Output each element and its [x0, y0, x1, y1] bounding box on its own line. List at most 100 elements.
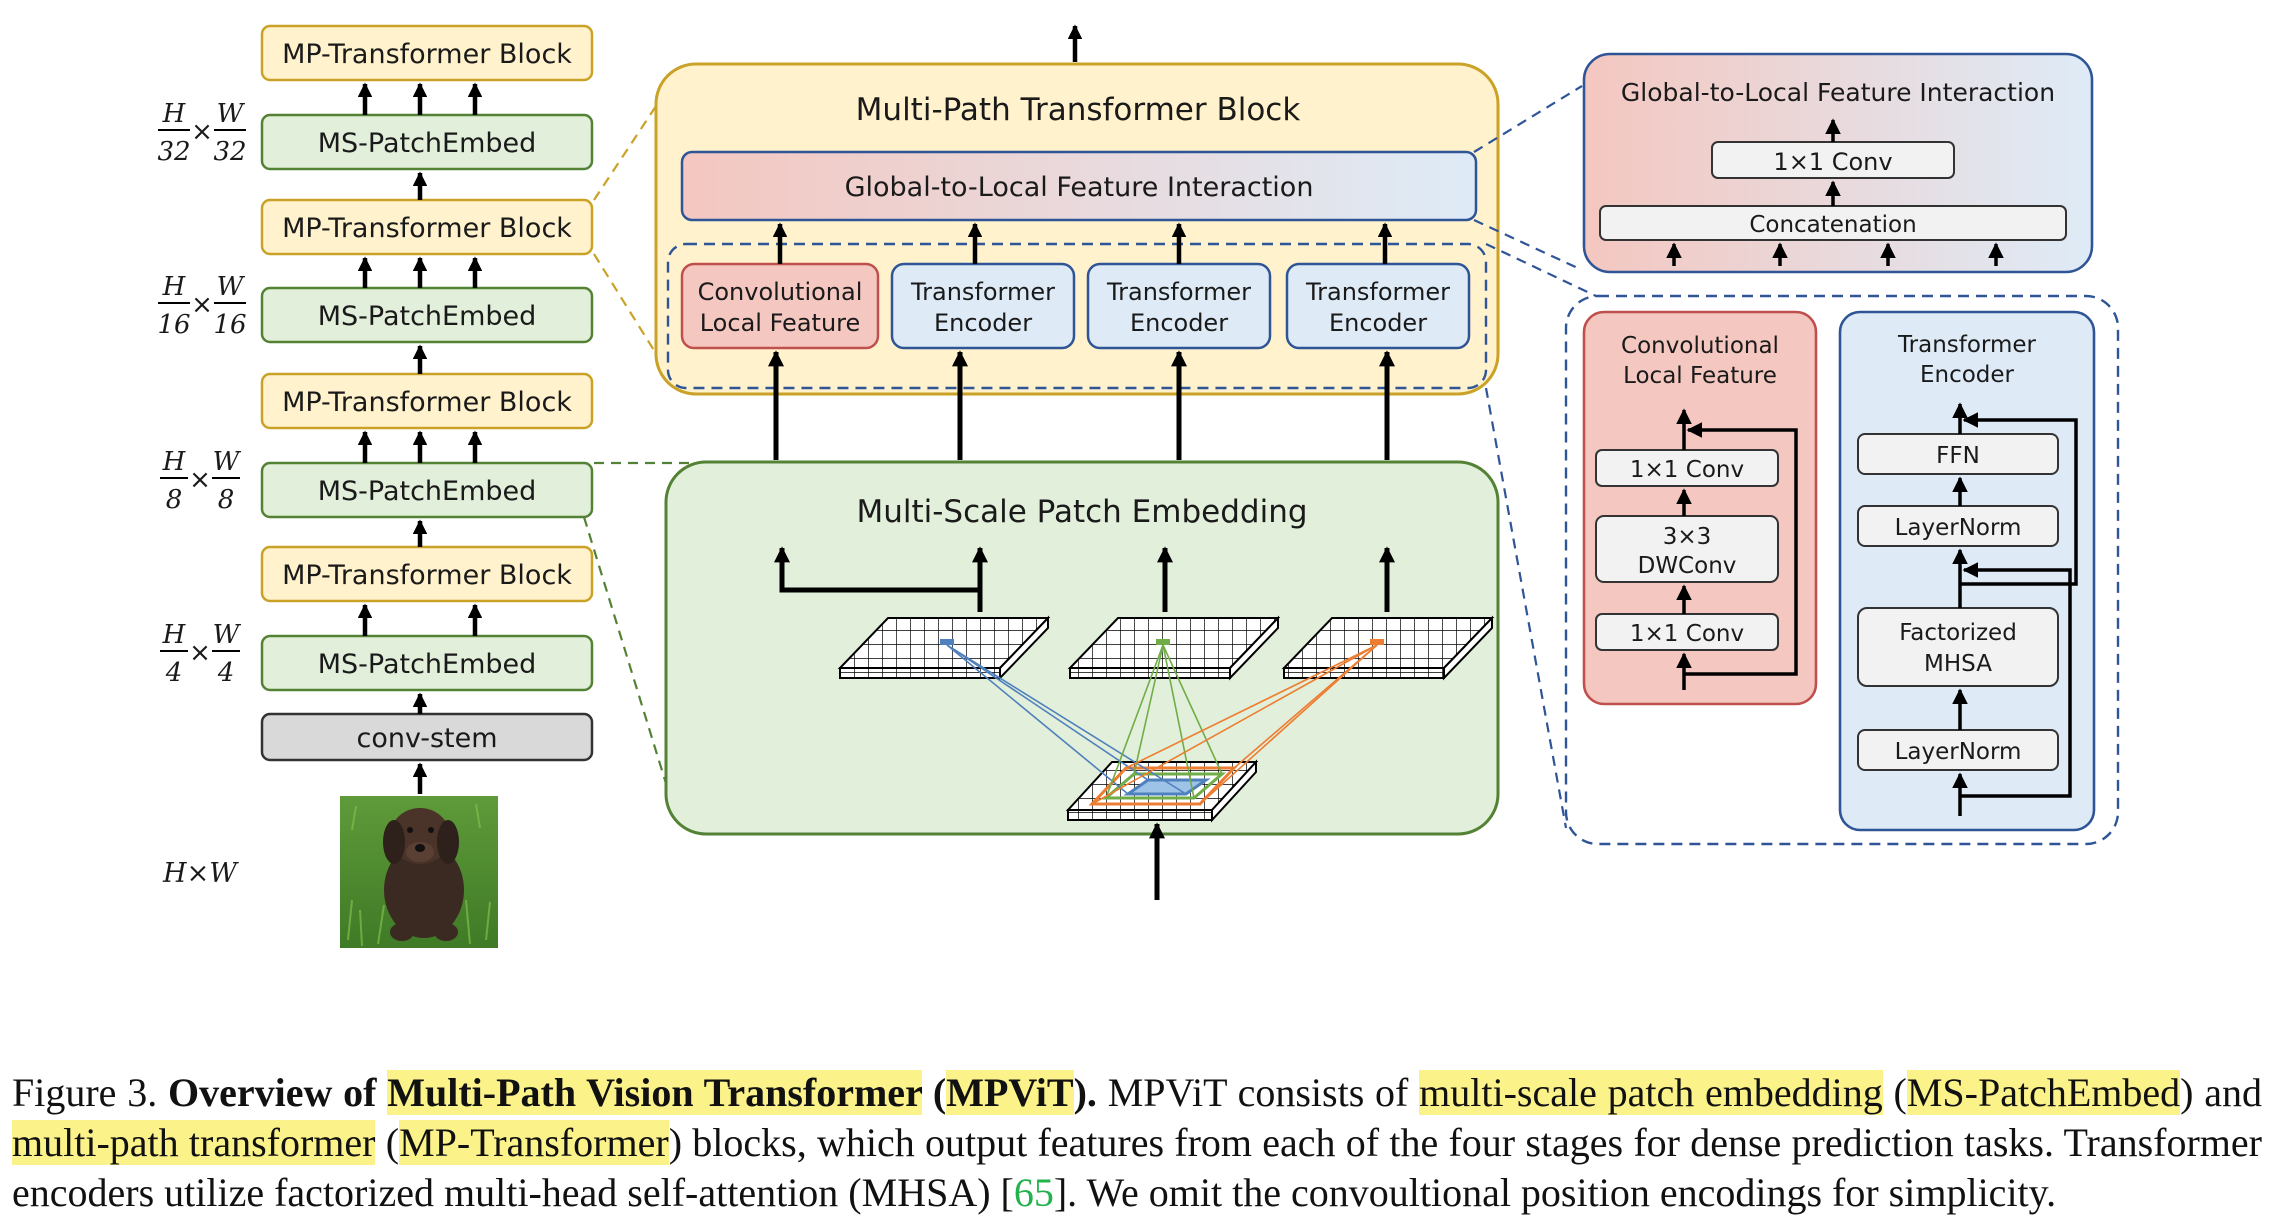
encoder-arrows — [1952, 402, 2078, 816]
conv-1x1-box: 1×1 Conv — [1711, 141, 1955, 179]
svg-text:1×1 Conv: 1×1 Conv — [1630, 621, 1744, 647]
svg-text:W: W — [217, 272, 246, 302]
svg-text:Encoder: Encoder — [1329, 309, 1427, 337]
patch-embedding-arrows — [773, 546, 1396, 900]
scale-label-4: H 4 × W 4 — [160, 620, 242, 688]
citation-link[interactable]: 65 — [1013, 1170, 1054, 1215]
path-to-interaction-arrows — [772, 24, 1393, 264]
factorized-mhsa-box: Factorized MHSA — [1857, 607, 2059, 687]
ffn-box: FFN — [1857, 433, 2059, 475]
svg-text:Concatenation: Concatenation — [1749, 212, 1916, 238]
mp-transformer-block-stage1: MP-Transformer Block — [260, 545, 594, 603]
svg-text:×: × — [191, 290, 213, 320]
svg-text:32: 32 — [157, 137, 190, 167]
svg-text:1×1 Conv: 1×1 Conv — [1630, 457, 1744, 483]
receptive-field-lines — [946, 644, 1378, 805]
conv-1x1-top-box: 1×1 Conv — [1595, 449, 1779, 487]
mp-block-label: MP-Transformer Block — [282, 387, 572, 418]
svg-text:×: × — [189, 465, 211, 495]
mp-block-label: MP-Transformer Block — [282, 213, 572, 244]
conv-stem-label: conv-stem — [356, 723, 497, 754]
svg-text:3×3: 3×3 — [1663, 524, 1712, 550]
svg-text:16: 16 — [213, 310, 246, 340]
caption-bold-title: Overview of Multi-Path Vision Transforme… — [167, 1070, 1097, 1115]
scale-label-16: H 16 × W 16 — [157, 272, 246, 340]
multi-scale-patch-embedding: Multi-Scale Patch Embedding — [664, 460, 1500, 900]
multi-path-transformer-block: Multi-Path Transformer Block Global-to-L… — [654, 24, 1500, 396]
transformer-encoder-box-3: Transformer Encoder — [1285, 262, 1471, 350]
embedding-to-paths-arrows — [767, 350, 1396, 460]
interaction-detail-title: Global-to-Local Feature Interaction — [1621, 78, 2055, 107]
dwconv-3x3-box: 3×3 DWConv — [1595, 515, 1779, 583]
ms-patchembed-stage2: MS-PatchEmbed — [260, 461, 594, 519]
svg-text:8: 8 — [166, 485, 183, 515]
conv-local-feature-box: Convolutional Local Feature — [680, 262, 880, 350]
interaction-label: Global-to-Local Feature Interaction — [845, 172, 1314, 203]
svg-text:Transformer: Transformer — [1897, 332, 2037, 358]
scale-label-8: H 8 × W 8 — [160, 447, 242, 515]
svg-text:H: H — [162, 447, 187, 477]
ms-patchembed-stage1: MS-PatchEmbed — [260, 634, 594, 692]
mp-transformer-block-stage2: MP-Transformer Block — [260, 372, 594, 430]
svg-text:Transformer: Transformer — [1106, 278, 1251, 306]
svg-text:8: 8 — [218, 485, 235, 515]
left-column: MP-Transformer Block MS-PatchEmbed MP-Tr… — [157, 24, 594, 948]
ms-patchembed-stage4: MS-PatchEmbed — [260, 113, 594, 171]
svg-text:16: 16 — [157, 310, 190, 340]
input-puppy-image — [340, 796, 498, 948]
paths-dashed-group — [666, 242, 1488, 390]
svg-text:×: × — [191, 117, 213, 147]
svg-text:Encoder: Encoder — [1130, 309, 1228, 337]
svg-text:Encoder: Encoder — [1920, 362, 2015, 388]
svg-text:Local Feature: Local Feature — [700, 309, 861, 337]
svg-text:W: W — [213, 447, 242, 477]
svg-text:Convolutional: Convolutional — [698, 278, 863, 306]
feature-grid-3 — [1281, 615, 1495, 681]
caption-highlight: multi-path transformer — [12, 1120, 376, 1165]
conv-local-arrows — [1676, 408, 1798, 690]
zoom-connectors-right — [1473, 85, 1597, 829]
layernorm-bottom-box: LayerNorm — [1857, 729, 2059, 771]
svg-text:×: × — [189, 638, 211, 668]
feature-grid-2 — [1067, 615, 1281, 681]
mpt-block-title: Multi-Path Transformer Block — [856, 92, 1301, 128]
caption-highlight: multi-scale patch embedding — [1419, 1070, 1883, 1115]
transformer-encoder-box-1: Transformer Encoder — [890, 262, 1076, 350]
patch-embedding-title: Multi-Scale Patch Embedding — [856, 494, 1307, 530]
figure-caption: Figure 3. Overview of Multi-Path Vision … — [12, 1070, 2263, 1215]
mpvit-overview-figure: MP-Transformer Block MS-PatchEmbed MP-Tr… — [157, 24, 2120, 948]
ms-patch-label: MS-PatchEmbed — [318, 649, 537, 680]
scale-label-32: H 32 × W 32 — [157, 99, 246, 167]
svg-text:Local Feature: Local Feature — [1623, 363, 1777, 389]
ms-patch-label: MS-PatchEmbed — [318, 476, 537, 507]
svg-text:4: 4 — [217, 658, 235, 688]
paths-detail-dashed-group — [1564, 294, 2120, 846]
conv-local-feature-detail: Convolutional Local Feature 1×1 Conv 3×3… — [1582, 310, 1818, 706]
svg-text:W: W — [213, 620, 242, 650]
svg-text:4: 4 — [165, 658, 183, 688]
left-column-arrows — [357, 82, 483, 794]
svg-text:H: H — [162, 272, 187, 302]
caption-highlight: MS-PatchEmbed — [1906, 1070, 2181, 1115]
svg-text:LayerNorm: LayerNorm — [1895, 739, 2022, 765]
global-to-local-interaction-bar: Global-to-Local Feature Interaction — [680, 150, 1478, 222]
svg-text:Transformer: Transformer — [1305, 278, 1450, 306]
svg-text:H: H — [162, 99, 187, 129]
mp-block-label: MP-Transformer Block — [282, 560, 572, 591]
layernorm-top-box: LayerNorm — [1857, 505, 2059, 547]
svg-text:H: H — [162, 620, 187, 650]
svg-text:Transformer: Transformer — [910, 278, 1055, 306]
interaction-detail-arrows — [1666, 118, 2004, 266]
svg-text:W: W — [217, 99, 246, 129]
caption-highlight: MP-Transformer — [399, 1120, 669, 1165]
global-to-local-detail: Global-to-Local Feature Interaction 1×1 … — [1582, 52, 2094, 274]
transformer-encoder-detail: Transformer Encoder FFN LayerNorm Factor… — [1838, 310, 2096, 832]
conv-1x1-bottom-box: 1×1 Conv — [1595, 613, 1779, 651]
mp-transformer-block-stage3: MP-Transformer Block — [260, 198, 594, 256]
ms-patch-label: MS-PatchEmbed — [318, 128, 537, 159]
ms-patch-label: MS-PatchEmbed — [318, 301, 537, 332]
mp-block-label: MP-Transformer Block — [282, 39, 572, 70]
transformer-encoder-box-2: Transformer Encoder — [1086, 262, 1272, 350]
conv-stem-box: conv-stem — [260, 712, 594, 762]
concatenation-box: Concatenation — [1599, 205, 2067, 241]
